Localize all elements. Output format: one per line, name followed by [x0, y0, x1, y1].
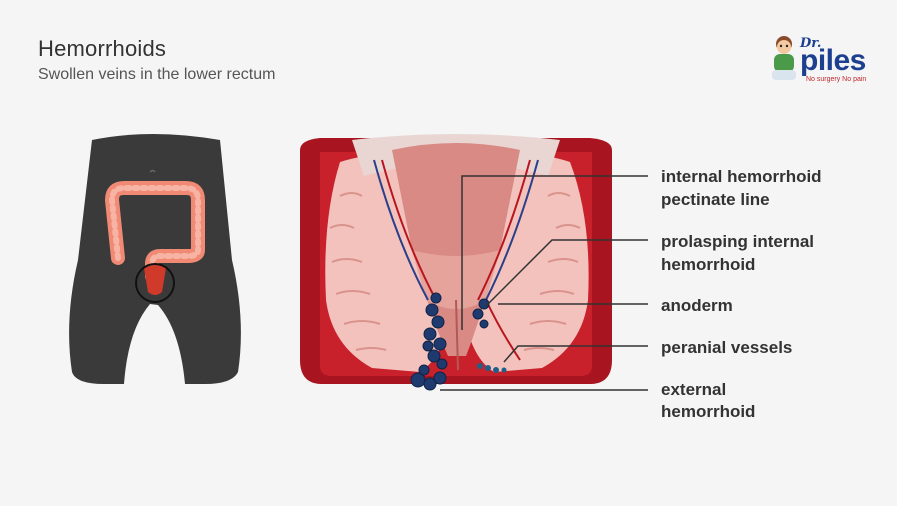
anal-cross-section [300, 134, 612, 391]
page-title: Hemorrhoids [38, 36, 167, 61]
label-prolapsing-line2: hemorrhoid [661, 255, 756, 274]
leader-lines [440, 175, 648, 391]
doctor-mascot-icon [772, 36, 796, 80]
logo-name: piles [800, 44, 866, 77]
label-external-line2: hemorrhoid [661, 402, 756, 421]
label-external-line1: external [661, 380, 727, 399]
label-anoderm: anoderm [661, 296, 733, 315]
label-prolapsing-line1: prolasping internal [661, 232, 815, 251]
brand-logo[interactable]: Dr. piles No surgery No pain [770, 34, 880, 90]
rectum-highlight [135, 263, 175, 303]
colon-illustration [105, 181, 205, 283]
label-peranial-vessels: peranial vessels [661, 338, 793, 357]
logo-prefix: Dr. [800, 36, 822, 51]
label-internal-hemorrhoid: internal hemorrhoid [661, 167, 822, 186]
label-pectinate-line: pectinate line [661, 190, 770, 209]
logo-tagline: No surgery No pain [806, 76, 867, 83]
page-subtitle: Swollen veins in the lower rectum [38, 66, 276, 83]
